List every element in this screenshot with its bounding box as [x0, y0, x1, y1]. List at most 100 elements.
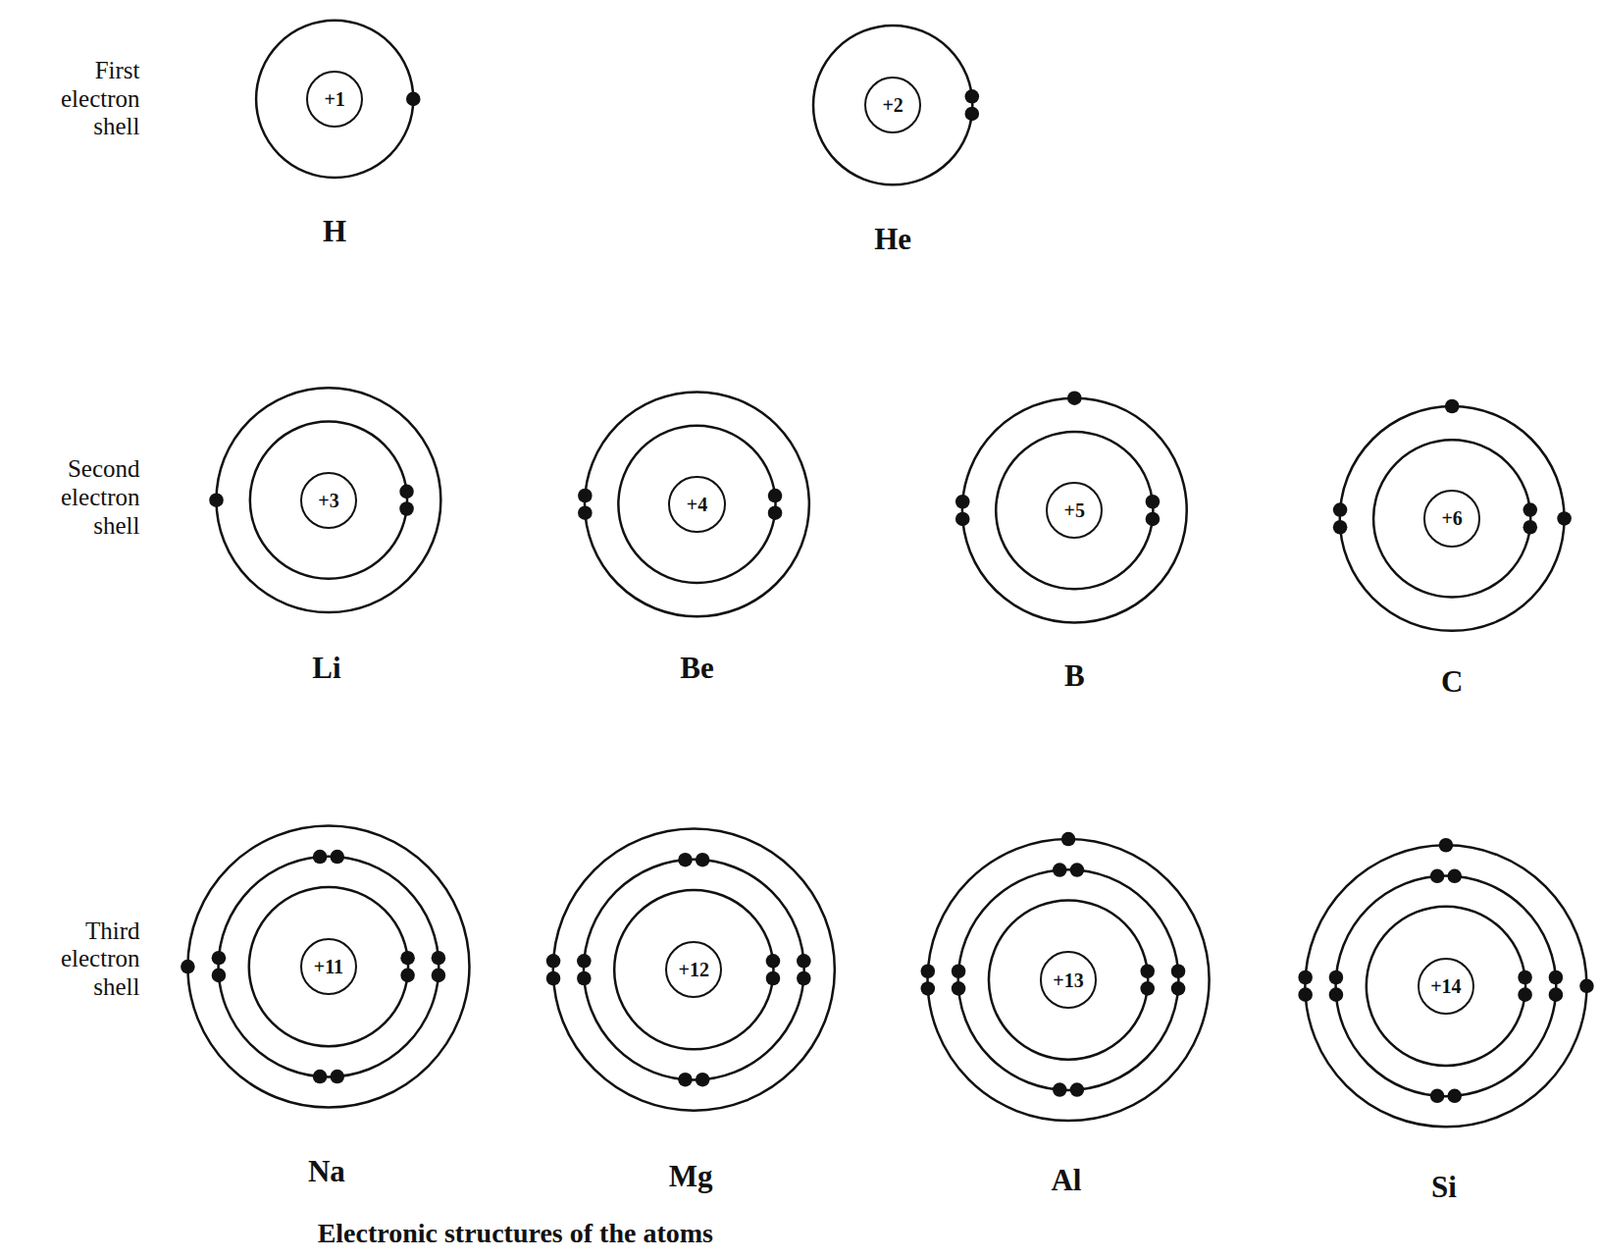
electron-dot — [1556, 511, 1572, 526]
nucleus-circle: +12 — [665, 940, 723, 998]
nuclear-charge: +5 — [1064, 500, 1085, 520]
shell-row-label: Third electron shell — [60, 917, 141, 1002]
electron-dot — [1522, 502, 1538, 517]
electron-shell — [250, 421, 408, 579]
electron-dot — [546, 971, 562, 986]
nucleus-circle: +1 — [306, 70, 363, 128]
electron-dot — [955, 512, 971, 527]
electron-dot — [951, 980, 967, 996]
electron-dot — [1067, 390, 1083, 406]
electron-shell — [988, 899, 1148, 1059]
electron-dot — [1439, 837, 1454, 853]
electron-dot — [312, 849, 328, 865]
electron-dot — [431, 950, 447, 966]
electron-dot — [576, 953, 592, 969]
atom-figure — [208, 387, 441, 613]
electron-dot — [577, 505, 593, 520]
electron-dot — [1070, 1082, 1085, 1097]
electron-dot — [431, 968, 447, 983]
electron-dot — [546, 953, 562, 969]
electron-dot — [1070, 862, 1085, 878]
electron-dot — [1171, 963, 1187, 979]
atom-figure — [955, 390, 1188, 622]
electron-dot — [796, 953, 812, 969]
atom-figure — [256, 20, 420, 178]
shell-row-label: First electron shell — [60, 56, 141, 142]
electron-dot — [768, 505, 783, 520]
electron-dot — [1446, 1088, 1462, 1104]
electron-dot — [1333, 502, 1348, 517]
nucleus-circle: +6 — [1423, 489, 1481, 547]
nuclear-charge: +12 — [678, 959, 710, 980]
element-symbol: B — [1064, 658, 1085, 694]
electron-shell — [584, 391, 810, 617]
electron-dot — [1579, 979, 1595, 994]
nucleus-circle: +13 — [1039, 950, 1097, 1008]
electron-dot — [1297, 986, 1313, 1002]
electron-dot — [180, 959, 196, 975]
element-symbol: C — [1441, 664, 1463, 700]
nuclear-charge: +6 — [1441, 508, 1462, 528]
element-symbol: Al — [1050, 1162, 1082, 1198]
element-symbol: Mg — [669, 1158, 714, 1194]
element-symbol: He — [874, 221, 912, 258]
electron-dot — [1517, 986, 1533, 1002]
electron-dot — [329, 849, 345, 865]
electron-dot — [400, 968, 415, 983]
electron-shell — [553, 828, 835, 1111]
electron-dot — [921, 980, 936, 996]
atom-figure — [1333, 399, 1572, 631]
nuclear-charge: +4 — [686, 494, 708, 515]
electron-dot — [955, 494, 971, 510]
electron-shell — [928, 838, 1210, 1121]
electron-shell — [1366, 906, 1526, 1066]
nucleus-circle: +11 — [300, 937, 358, 995]
element-symbol: Be — [679, 650, 714, 686]
electron-dot — [1333, 519, 1348, 535]
figure-caption: Electronic structures of the atoms — [317, 1217, 714, 1249]
electron-dot — [406, 92, 421, 107]
electron-dot — [399, 484, 414, 500]
electron-dot — [677, 1072, 693, 1087]
electron-dot — [1446, 869, 1462, 884]
nuclear-charge: +14 — [1430, 976, 1461, 996]
electron-dot — [766, 971, 781, 986]
nucleus-circle: +4 — [668, 475, 725, 533]
electron-dot — [965, 106, 981, 122]
electron-dot — [1430, 1088, 1446, 1104]
nucleus-circle: +3 — [300, 471, 358, 529]
electron-shell — [1304, 844, 1587, 1127]
nuclear-charge: +3 — [317, 490, 339, 511]
electron-dot — [399, 501, 414, 517]
element-symbol: H — [322, 213, 347, 250]
electron-dot — [1171, 980, 1187, 996]
atom-figure — [813, 25, 980, 185]
electron-dot — [400, 950, 415, 966]
nucleus-circle: +5 — [1045, 481, 1103, 539]
electron-shell — [962, 398, 1188, 623]
electron-dot — [965, 89, 981, 104]
electron-dot — [1139, 980, 1155, 996]
nuclear-charge: +11 — [313, 956, 344, 977]
electron-shell — [218, 856, 440, 1078]
electron-dot — [208, 492, 224, 508]
electron-dot — [1139, 963, 1155, 979]
electron-shell — [995, 431, 1153, 589]
electron-dot — [1052, 862, 1068, 878]
electron-dot — [1548, 970, 1564, 985]
electron-dot — [1522, 519, 1538, 535]
element-symbol: Si — [1431, 1169, 1457, 1205]
electron-dot — [211, 950, 227, 966]
electron-shell — [1340, 406, 1565, 631]
electron-shell — [958, 869, 1180, 1090]
atom-figure — [1297, 837, 1594, 1127]
electron-dot — [1297, 970, 1313, 985]
electron-dot — [1145, 512, 1161, 527]
electron-dot — [796, 971, 812, 986]
electron-dot — [312, 1069, 328, 1084]
electron-shell — [187, 825, 469, 1108]
electron-dot — [768, 488, 783, 504]
electron-dot — [766, 953, 781, 969]
electron-dot — [576, 971, 592, 986]
electron-shell — [249, 886, 409, 1046]
